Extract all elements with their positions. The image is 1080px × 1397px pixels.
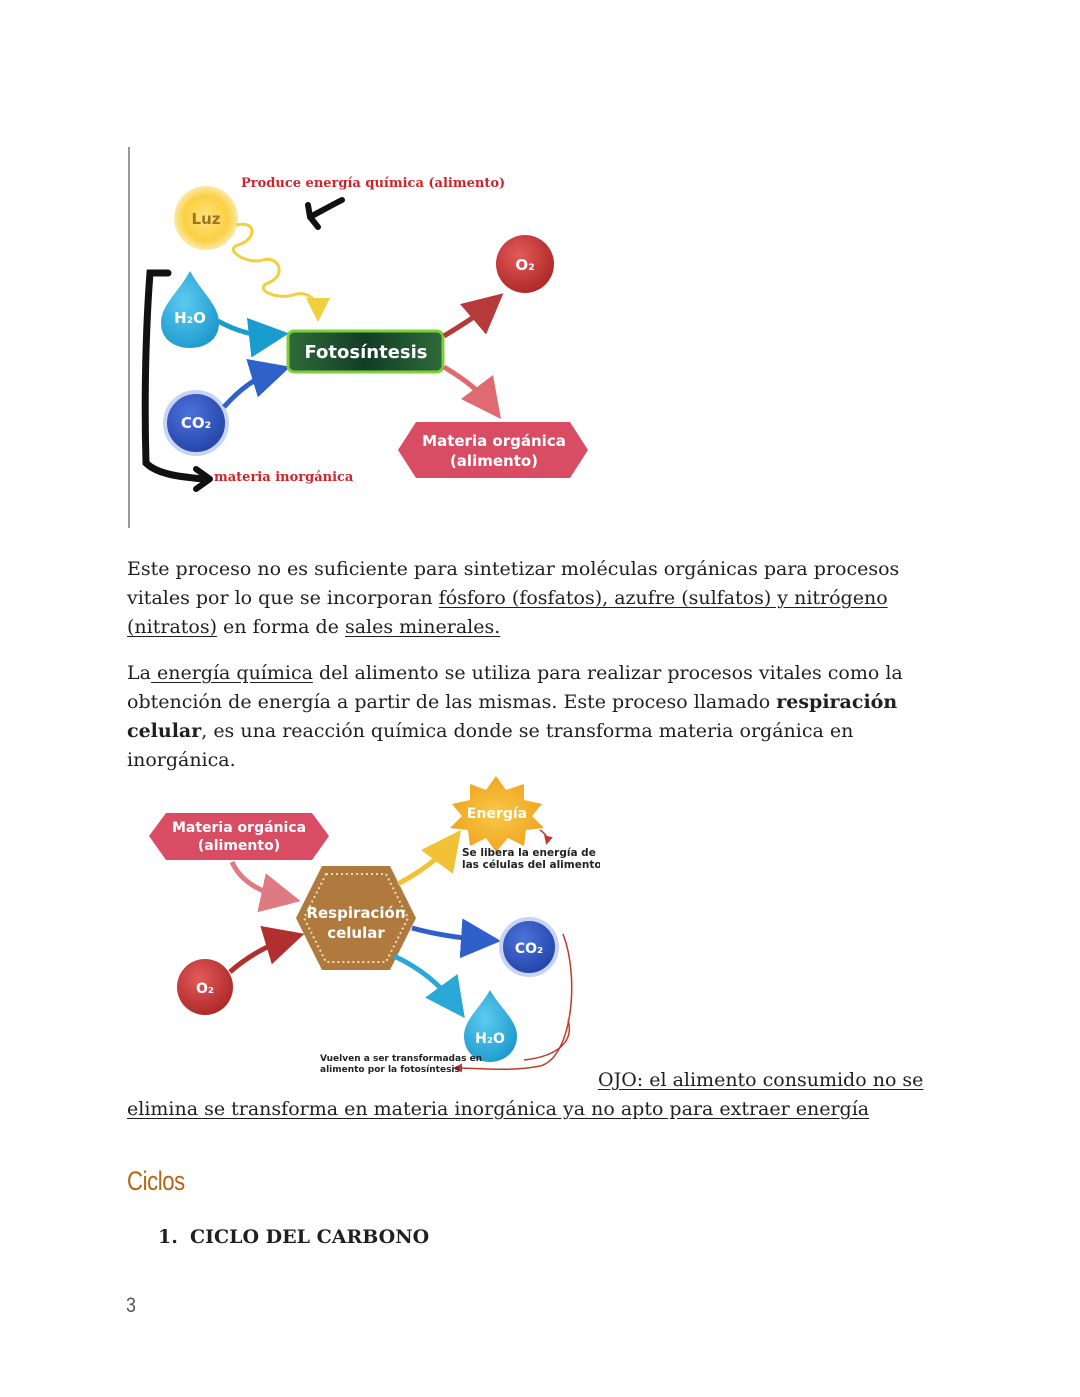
paragraph2-underlined-a: energía química <box>150 662 313 684</box>
paragraph2-text-c: , es una reacción química donde se trans… <box>127 720 854 771</box>
sun-icon <box>174 186 238 250</box>
fotosintesis-label: Fotosíntesis <box>304 342 427 363</box>
o2-label-2: O₂ <box>196 981 214 997</box>
respiration-to-co2-arrow <box>411 918 501 959</box>
respiration-to-h2o-arrow <box>392 953 465 1019</box>
page-number: 3 <box>126 1294 136 1317</box>
bottom-note-line1: Vuelven a ser transformadas en <box>320 1054 482 1064</box>
co2-label-2: CO₂ <box>515 941 543 957</box>
respiration-hexagon-dotted <box>302 873 410 963</box>
section-heading-ciclos: Ciclos <box>127 1166 185 1196</box>
return-curve-inner <box>523 1019 571 1061</box>
o2-arrow <box>442 293 504 339</box>
energy-note-line2: las células del alimento <box>462 859 600 871</box>
light-ray-icon <box>231 222 330 322</box>
respiration-line2: celular <box>327 924 385 942</box>
paragraph-minerals: Este proceso no es suficiente para sinte… <box>127 555 957 642</box>
respiration-hexagon <box>296 866 416 970</box>
hand-bracket-icon <box>141 269 208 483</box>
return-curve-outer <box>453 933 573 1073</box>
o2-to-respiration-arrow <box>228 926 305 974</box>
respiration-line1: Respiración <box>306 904 405 922</box>
respiration-to-energy-arrow <box>396 830 462 887</box>
photosynthesis-diagram: Produce energía química (alimento) Luz H… <box>128 145 598 530</box>
organic-matter-shape-2 <box>149 813 329 860</box>
water-drop-icon <box>161 271 219 348</box>
co2-label: CO₂ <box>181 414 211 432</box>
energy-note-line1: Se libera la energía de <box>462 847 596 859</box>
paragraph1-underlined-b: sales minerales. <box>344 616 501 638</box>
paragraph1-text-a: Este proceso no es suficiente para sinte… <box>127 558 900 609</box>
hand-bracket-arrowhead-icon <box>193 466 213 492</box>
water-drop-icon-2 <box>464 990 517 1062</box>
h2o-label: H₂O <box>174 309 206 327</box>
list-item-carbon-cycle: 1. CICLO DEL CARBONO <box>158 1224 429 1250</box>
ojo-note-line2: elimina se transforma en materia inorgán… <box>127 1098 870 1120</box>
ojo-note-line1: OJO: el alimento consumido no se <box>598 1069 924 1091</box>
annotation-top: Produce energía química (alimento) <box>241 176 505 191</box>
o2-circle-icon-2 <box>177 959 233 1015</box>
organic-matter-shape <box>398 422 588 478</box>
paragraph1-underlined-a: fósforo (fosfatos), azufre (sulfatos) y … <box>127 587 888 638</box>
organic2-line1: Materia orgánica <box>172 820 306 836</box>
organic-to-respiration-arrow <box>229 860 301 913</box>
fotosintesis-box <box>286 329 445 374</box>
bottom-note-line2: alimento por la fotosíntesis <box>320 1065 460 1075</box>
organic-arrow <box>442 364 502 419</box>
paragraph-respiration: La energía química del alimento se utili… <box>127 659 957 775</box>
co2-circle-icon-2 <box>499 917 559 977</box>
luz-label: Luz <box>192 210 221 228</box>
o2-circle-icon <box>496 235 554 293</box>
co2-circle-icon <box>163 390 229 456</box>
annotation-bottom: materia inorgánica <box>214 470 354 485</box>
h2o-arrow <box>216 317 289 358</box>
respiration-diagram: Materia orgánica (alimento) Energía Se l… <box>140 768 600 1086</box>
energy-small-arrow <box>539 829 553 845</box>
o2-label: O₂ <box>515 256 534 274</box>
organic-line2: (alimento) <box>450 452 538 470</box>
energy-burst-icon <box>450 776 544 852</box>
organic2-line2: (alimento) <box>198 838 280 854</box>
paragraph2-bold: respiración celular <box>127 691 898 742</box>
paragraph2-text-a: La <box>127 662 151 684</box>
hand-arrow-icon <box>305 197 345 230</box>
paragraph2-text-b: del alimento se utiliza para realizar pr… <box>127 662 903 713</box>
paragraph1-text-b: en forma de <box>217 616 345 638</box>
co2-arrow <box>222 359 291 409</box>
list-item-number: 1. <box>158 1226 178 1248</box>
energy-label: Energía <box>467 806 527 822</box>
list-item-label: CICLO DEL CARBONO <box>190 1226 430 1248</box>
h2o-label-2: H₂O <box>475 1031 505 1047</box>
organic-line1: Materia orgánica <box>422 432 566 450</box>
